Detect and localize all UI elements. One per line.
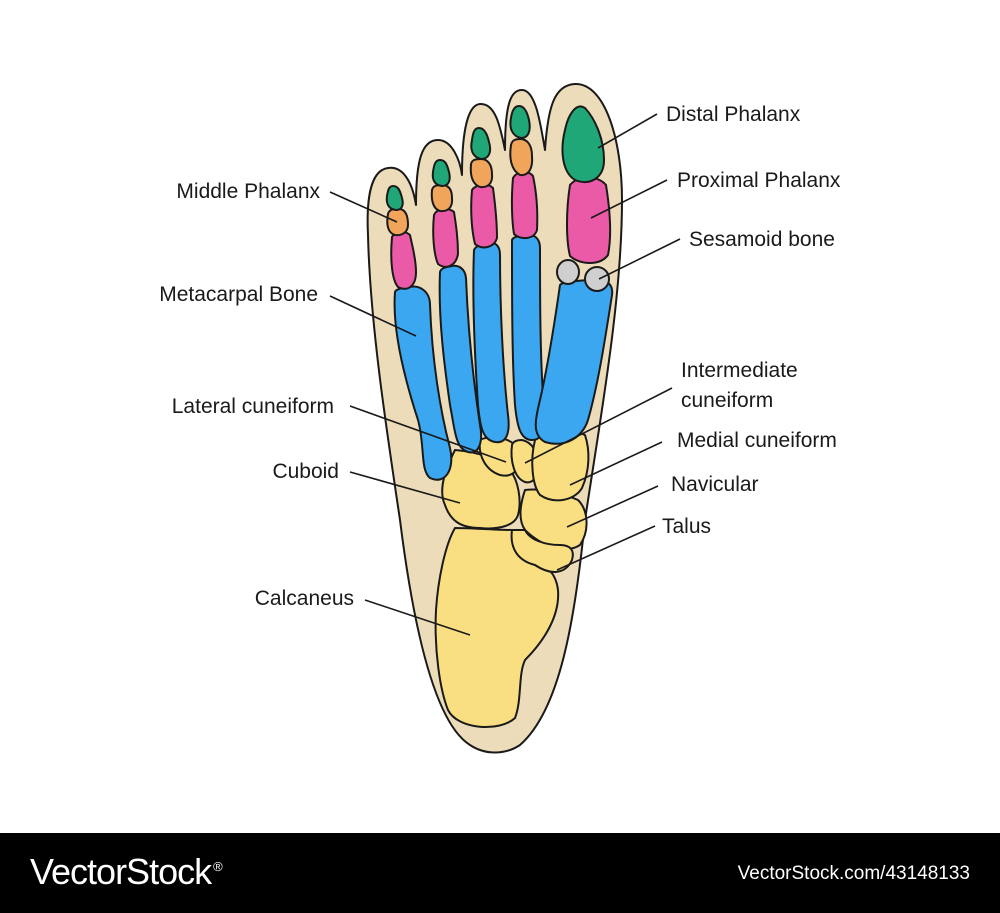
label-proximal-phalanx: Proximal Phalanx [677, 169, 841, 192]
leader-metacarpal-bone [329, 295, 417, 337]
sesamoid-bone-lateral [556, 259, 580, 285]
leader-sesamoid-bone [598, 238, 681, 280]
label-intermediate-cuneiform-line2: cuneiform [681, 389, 773, 412]
middle-phalanx-5 [386, 207, 409, 237]
leader-navicular [566, 485, 659, 528]
talus-bone [510, 529, 574, 573]
label-talus: Talus [662, 515, 711, 538]
leader-intermediate-cuneiform [524, 387, 673, 464]
leader-medial-cuneiform [569, 441, 663, 486]
middle-phalanx-2 [509, 138, 534, 177]
distal-phalanx-1 [561, 105, 605, 183]
label-intermediate-cuneiform-line1: Intermediate [681, 359, 798, 382]
sesamoid-bone-medial [584, 266, 610, 292]
label-navicular: Navicular [671, 473, 759, 496]
distal-phalanx-2 [509, 105, 531, 139]
proximal-phalanx-2 [510, 171, 539, 240]
proximal-phalanx-1 [566, 176, 612, 264]
distal-phalanx-4 [431, 159, 451, 187]
proximal-phalanx-4 [432, 207, 459, 268]
watermark-footer: VectorStock® VectorStock.com/43148133 [0, 833, 1000, 913]
label-lateral-cuneiform: Lateral cuneiform [172, 395, 334, 418]
leader-middle-phalanx [329, 191, 398, 223]
image-id-text: VectorStock.com/43148133 [737, 863, 970, 884]
leader-talus [556, 525, 656, 571]
brand-registered-mark: ® [213, 859, 223, 874]
leader-proximal-phalanx [590, 179, 668, 219]
label-calcaneus: Calcaneus [255, 587, 354, 610]
brand-name: VectorStock [30, 851, 212, 892]
label-sesamoid-bone: Sesamoid bone [689, 228, 835, 251]
label-middle-phalanx: Middle Phalanx [176, 180, 320, 203]
label-medial-cuneiform: Medial cuneiform [677, 429, 837, 452]
label-metacarpal-bone: Metacarpal Bone [159, 283, 318, 306]
label-cuboid: Cuboid [272, 460, 339, 483]
brand-logo: VectorStock® [30, 851, 223, 893]
leader-calcaneus [364, 599, 471, 636]
leader-distal-phalanx [597, 113, 658, 149]
label-distal-phalanx: Distal Phalanx [666, 103, 801, 126]
leader-cuboid [349, 471, 461, 504]
middle-phalanx-4 [430, 184, 454, 213]
distal-phalanx-3 [470, 127, 492, 160]
middle-phalanx-3 [469, 158, 494, 189]
distal-phalanx-5 [385, 185, 404, 211]
proximal-phalanx-3 [470, 183, 498, 249]
leader-lateral-cuneiform [349, 405, 507, 463]
